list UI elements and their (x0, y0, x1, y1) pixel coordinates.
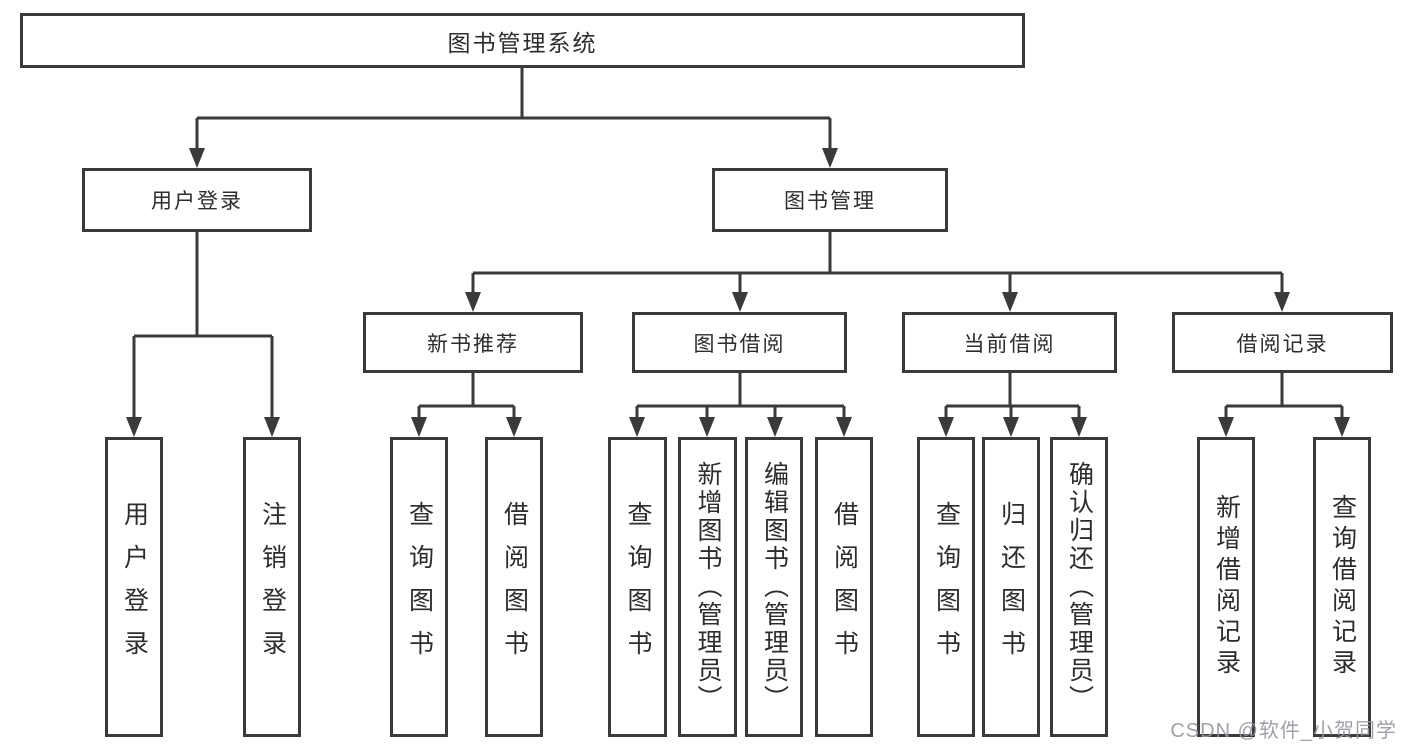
node-book-borrowing: 图书借阅 (632, 312, 847, 373)
leaf-borrow-query-books: 查询图书 (608, 437, 667, 737)
leaf-recommend-borrow-books: 借阅图书 (485, 437, 543, 737)
leaf-current-query-books: 查询图书 (917, 437, 975, 737)
connector-path (132, 68, 1344, 419)
leaf-logout: 注销登录 (243, 437, 301, 737)
leaf-borrow-edit-books-admin: 编辑图书（管理员） (745, 437, 803, 737)
node-current-borrowing: 当前借阅 (902, 312, 1117, 373)
leaf-records-add-record: 新增借阅记录 (1197, 437, 1255, 737)
leaf-current-return-books: 归还图书 (982, 437, 1040, 737)
node-borrowing-records: 借阅记录 (1172, 312, 1393, 373)
node-root: 图书管理系统 (20, 13, 1025, 68)
leaf-records-query-record: 查询借阅记录 (1313, 437, 1371, 737)
node-book-management: 图书管理 (712, 168, 948, 232)
watermark: CSDN @软件_小贺同学 (1170, 720, 1397, 742)
leaf-borrow-add-books-admin: 新增图书（管理员） (678, 437, 737, 737)
node-new-book-recommend: 新书推荐 (363, 312, 583, 373)
arrowheads (126, 148, 1350, 437)
node-user-login: 用户登录 (82, 168, 312, 232)
leaf-recommend-query-books: 查询图书 (390, 437, 448, 737)
leaf-current-confirm-return-admin: 确认归还（管理员） (1050, 437, 1108, 737)
leaf-user-login: 用户登录 (105, 437, 163, 737)
leaf-borrow-borrow-books: 借阅图书 (815, 437, 873, 737)
